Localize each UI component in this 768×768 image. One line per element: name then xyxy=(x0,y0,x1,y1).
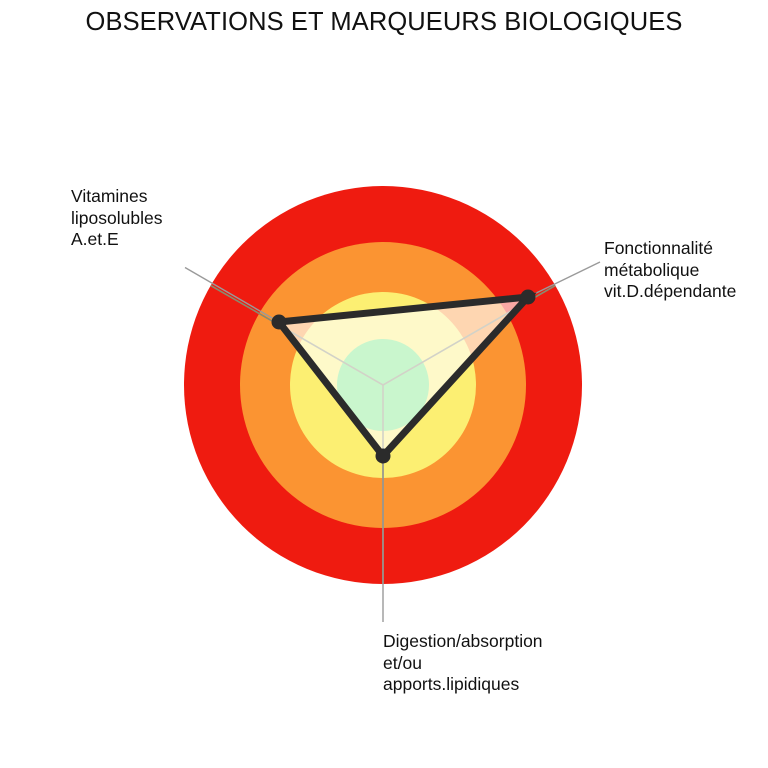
axis-label-line: Fonctionnalité xyxy=(604,238,713,258)
axis-label-line: métabolique xyxy=(604,259,700,280)
axis-label-fonctionnalite-metabolique: Fonctionnalité métabolique vit.D.dépenda… xyxy=(604,238,736,303)
axis-label-line: Vitamines xyxy=(71,186,148,206)
series-point-fonctionnalite[interactable] xyxy=(520,289,536,305)
axis-label-line: et/ou xyxy=(383,652,422,673)
axis-label-vitamines-liposolubles: Vitamines liposolubles A.et.E xyxy=(71,186,162,251)
series-point-vitamines[interactable] xyxy=(271,314,287,330)
axis-label-digestion-absorption: Digestion/absorption et/ou apports.lipid… xyxy=(383,631,543,696)
axis-label-line: A.et.E xyxy=(71,229,119,249)
series-polygon-outline xyxy=(272,292,537,462)
series-polygon-fill xyxy=(279,297,528,456)
leader-line-left xyxy=(184,266,280,323)
page-title: OBSERVATIONS ET MARQUEURS BIOLOGIQUES xyxy=(85,8,683,36)
axis-label-line: liposolubles xyxy=(71,207,163,228)
axis-label-line: vit.D.dépendante xyxy=(604,281,737,301)
axis-label-line: apports.lipidiques xyxy=(383,674,520,694)
leader-line-right xyxy=(527,261,601,298)
series-point-digestion[interactable] xyxy=(375,448,391,464)
axis-label-line: Digestion/absorption xyxy=(383,631,543,651)
